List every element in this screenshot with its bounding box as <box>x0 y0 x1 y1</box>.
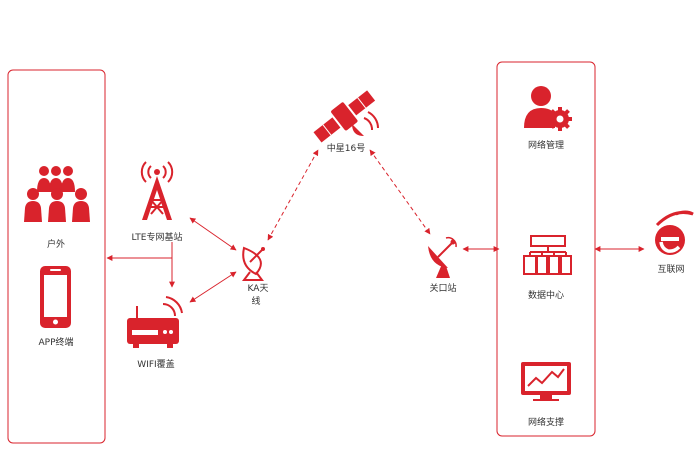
cell-tower-icon <box>140 161 174 220</box>
network-support-label: 网络支撑 <box>528 416 564 428</box>
app-terminal-label: APP终端 <box>38 336 73 348</box>
satellite-label: 中星16号 <box>327 142 365 154</box>
connector-satellite-gateway <box>369 149 431 235</box>
connectors <box>106 149 645 303</box>
network-management-label: 网络管理 <box>528 139 564 151</box>
internet-label: 互联网 <box>657 264 684 275</box>
left-panel <box>7 69 106 444</box>
satellite-icon <box>313 90 379 143</box>
gateway-dish-icon <box>428 236 457 278</box>
connector-wifi-ka <box>189 271 237 303</box>
lte-station-label: LTE专网基站 <box>132 231 183 243</box>
monitor-chart-icon <box>521 362 571 401</box>
wifi-coverage-label: WIFI覆盖 <box>137 358 174 370</box>
data-center-label: 数据中心 <box>528 289 564 301</box>
gateway-label: 关口站 <box>429 282 456 294</box>
connector-lte-ka <box>189 217 237 251</box>
ka-dish-icon <box>242 246 265 281</box>
wifi-router-icon <box>127 296 183 348</box>
user-gear-icon <box>524 86 572 131</box>
connector-ka-satellite <box>267 149 319 241</box>
outdoor-label: 户外 <box>47 238 65 250</box>
people-group-icon <box>24 166 90 222</box>
smartphone-icon <box>40 266 71 328</box>
server-network-icon <box>523 235 572 275</box>
internet-explorer-icon <box>655 210 694 255</box>
ka-antenna-label-line2: 线 <box>251 295 260 307</box>
ka-antenna-label-line1: KA天 <box>248 284 269 294</box>
